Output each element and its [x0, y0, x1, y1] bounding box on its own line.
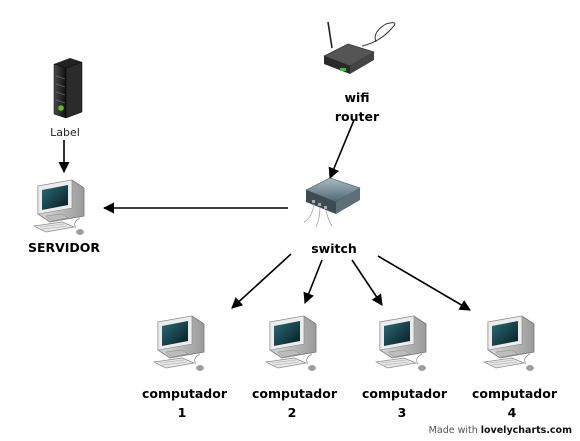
footer-brand[interactable]: lovelycharts.com — [480, 425, 572, 436]
servidor-computer-icon — [33, 179, 85, 235]
computer-4-icon — [483, 315, 535, 371]
computer-2-label-line1: computador — [252, 386, 337, 401]
arrow-switch-to-computer-2 — [303, 259, 323, 305]
arrow-switch-to-computer-3 — [351, 259, 383, 306]
computer-2-label-line2: 2 — [287, 405, 297, 420]
network-switch-icon — [303, 177, 361, 228]
server-label: Label — [50, 126, 80, 139]
arrow-switch-to-computer-4 — [377, 255, 471, 311]
computer-2-icon — [265, 315, 317, 371]
computer-4-label: computador 4 — [472, 384, 557, 422]
computer-4-label-line2: 4 — [507, 405, 517, 420]
router-label: wifi router — [322, 88, 392, 126]
arrow-switch-to-computer-1 — [231, 253, 292, 309]
computer-2-label: computador 2 — [252, 384, 337, 422]
servidor-label: SERVIDOR — [27, 240, 101, 255]
router-label-line1: wifi — [344, 90, 370, 105]
router-label-line2: router — [334, 109, 380, 124]
server-tower-icon — [53, 58, 83, 119]
computer-1-label-line2: 1 — [177, 405, 187, 420]
computer-3-label-line2: 3 — [397, 405, 407, 420]
computer-1-label: computador 1 — [142, 384, 227, 422]
connector-arrows — [58, 119, 471, 311]
computer-1-icon — [153, 315, 205, 371]
computer-3-icon — [375, 315, 427, 371]
computer-4-label-line1: computador — [472, 386, 557, 401]
computer-3-label: computador 3 — [362, 384, 447, 422]
footer-prefix: Made with — [428, 425, 481, 436]
wifi-router-icon — [323, 21, 396, 74]
computer-3-label-line1: computador — [362, 386, 447, 401]
footer-credit: Made with lovelycharts.com — [429, 425, 572, 436]
computer-1-label-line1: computador — [142, 386, 227, 401]
switch-label: switch — [311, 241, 357, 256]
arrow-router-to-switch — [328, 119, 355, 180]
